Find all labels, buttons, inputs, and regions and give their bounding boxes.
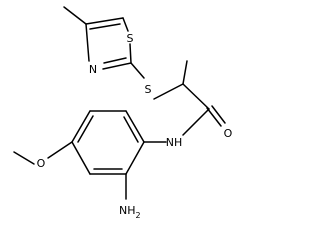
bond-carbonyl-double-a (206, 107, 222, 127)
bond-ring-c4-c5 (71, 110, 91, 143)
bond-ring-c1-c2 (125, 141, 145, 175)
amine-nh2-label: NH2 (119, 204, 141, 220)
bond-ring-methoxy-o (47, 141, 73, 159)
amine-subscript: 2 (136, 211, 141, 220)
bond-c2-n3-double (103, 57, 127, 64)
bond-s1-c2 (129, 43, 132, 64)
bond-n3-c4 (85, 23, 90, 62)
bond-ring-c6-c1-double (123, 116, 139, 143)
bond-c2-thioether-s (130, 62, 145, 79)
carbonyl-oxygen-label: O (224, 127, 233, 140)
bond-c4-c5-double (89, 23, 121, 30)
amine-nh-text: NH (119, 204, 136, 217)
bond-ring-c4-c5-double (77, 115, 94, 143)
thioether-sulfur-label: S (145, 83, 152, 96)
bond-c2-n3 (102, 62, 132, 70)
methoxy-oxygen-label: O (37, 157, 46, 170)
molecule-diagram: S N S O NH O NH2 (13, 6, 233, 220)
bond-carbonyl-double-b (211, 105, 226, 124)
thiazole-nitrogen-label: N (89, 63, 97, 76)
bond-methyl-c4 (63, 6, 87, 25)
thiazole-sulfur-label: S (127, 32, 134, 45)
bond-ring-c3-c4 (71, 141, 91, 175)
bonds (13, 6, 226, 200)
bond-c4-c5 (85, 17, 124, 25)
atom-labels: S N S O NH O NH2 (37, 32, 233, 220)
bond-ring-c6-c1 (125, 110, 145, 143)
bond-carbonyl-nh (182, 108, 210, 136)
bond-thioether-s-ch (153, 83, 184, 100)
bond-ch-methyl (182, 60, 188, 85)
bond-c5-s1 (122, 17, 129, 32)
bond-ch-carbonyl (182, 83, 210, 110)
amide-nh-label: NH (166, 136, 183, 149)
bond-methoxy-o-ch3 (13, 151, 35, 165)
